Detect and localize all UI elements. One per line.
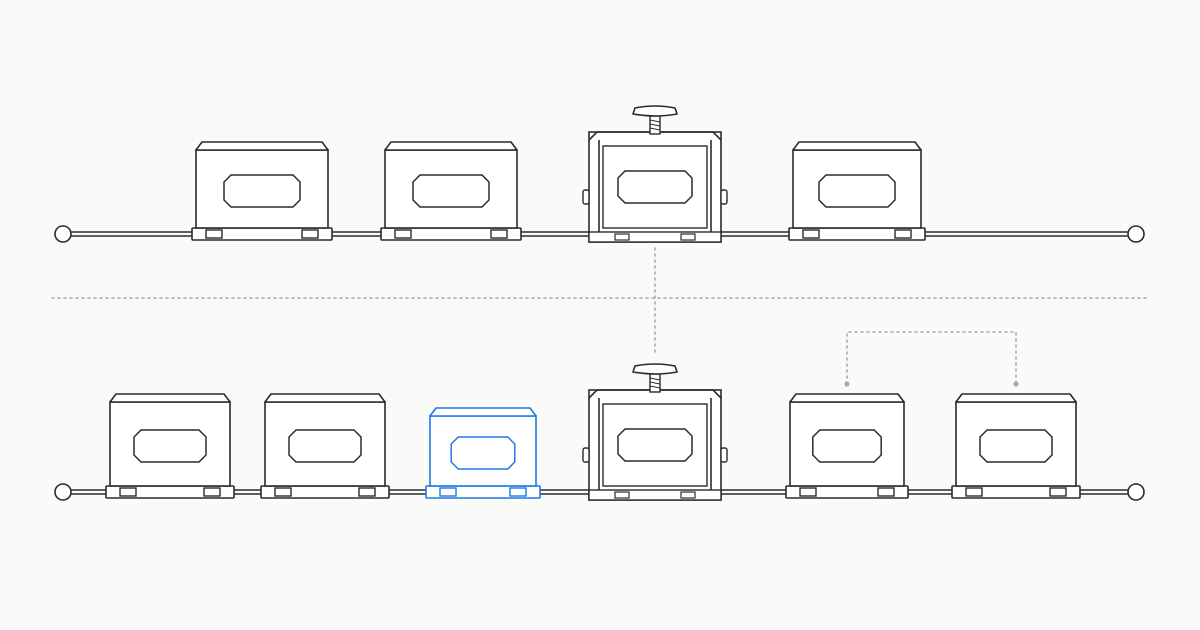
module-lid	[264, 393, 386, 403]
label-plate	[617, 170, 693, 204]
module-lid	[384, 141, 518, 151]
label-plate	[288, 429, 362, 463]
foot-tab-left	[614, 233, 630, 241]
label-plate	[812, 429, 882, 463]
label-plate	[223, 174, 301, 208]
module-lid	[955, 393, 1077, 403]
screw-handle	[632, 105, 678, 117]
bottom-row-rail-end-cap-left	[54, 483, 72, 501]
module-b3[interactable]	[425, 407, 541, 499]
label-plate	[818, 174, 896, 208]
screw-thread	[649, 119, 661, 123]
screw-thread	[649, 385, 661, 389]
foot-tab-right	[680, 233, 696, 241]
top-row-rail-end-cap-right	[1127, 225, 1145, 243]
module-t4[interactable]	[788, 141, 926, 241]
module-t2[interactable]	[380, 141, 522, 241]
foot-tab-right	[301, 229, 319, 239]
label-plate	[412, 174, 490, 208]
module-body	[264, 401, 386, 487]
foot-tab-right	[680, 491, 696, 499]
foot-tab-left	[799, 487, 817, 497]
module-b1[interactable]	[105, 393, 235, 499]
module-lid	[789, 393, 905, 403]
foot-tab-left	[274, 487, 292, 497]
label-plate	[979, 429, 1053, 463]
screw-thread	[649, 123, 661, 127]
screw-handle	[632, 363, 678, 375]
foot-tab-left	[614, 491, 630, 499]
module-b2[interactable]	[260, 393, 390, 499]
module-body	[384, 149, 518, 229]
screw-thread	[649, 377, 661, 381]
foot-tab-left	[965, 487, 983, 497]
connector-endpoint-left	[844, 381, 850, 387]
side-knob-right	[720, 447, 728, 463]
module-body	[792, 149, 922, 229]
foot-tab-left	[394, 229, 412, 239]
module-lid	[792, 141, 922, 151]
module-body	[109, 401, 231, 487]
foot-tab-left	[119, 487, 137, 497]
foot-tab-left	[205, 229, 223, 239]
clamp-inner-box	[602, 145, 708, 229]
module-b4[interactable]	[582, 363, 728, 501]
label-plate	[133, 429, 207, 463]
foot-tab-right	[894, 229, 912, 239]
clamp-inner-box	[602, 403, 708, 487]
clamp-base	[588, 489, 722, 501]
clamp-base	[588, 231, 722, 243]
module-lid	[195, 141, 329, 151]
bottom-row-rail-end-cap-right	[1127, 483, 1145, 501]
foot-tab-right	[203, 487, 221, 497]
module-lid	[109, 393, 231, 403]
module-body	[429, 415, 537, 487]
module-lid	[429, 407, 537, 417]
foot-tab-right	[509, 487, 527, 497]
side-knob-right	[720, 189, 728, 205]
module-t1[interactable]	[191, 141, 333, 241]
connector-endpoint-right	[1013, 381, 1019, 387]
screw-thread	[649, 381, 661, 385]
foot-tab-right	[1049, 487, 1067, 497]
module-t3[interactable]	[582, 105, 728, 243]
connector-bracket-link	[846, 331, 1017, 385]
side-knob-left	[582, 189, 590, 205]
foot-tab-left	[439, 487, 457, 497]
label-plate	[617, 428, 693, 462]
foot-tab-right	[490, 229, 508, 239]
screw-thread	[649, 127, 661, 131]
module-b6[interactable]	[951, 393, 1081, 499]
label-plate	[450, 436, 516, 470]
top-row-rail-end-cap-left	[54, 225, 72, 243]
foot-tab-right	[877, 487, 895, 497]
module-body	[789, 401, 905, 487]
module-body	[195, 149, 329, 229]
module-b5[interactable]	[785, 393, 909, 499]
foot-tab-left	[802, 229, 820, 239]
side-knob-left	[582, 447, 590, 463]
foot-tab-right	[358, 487, 376, 497]
module-body	[955, 401, 1077, 487]
